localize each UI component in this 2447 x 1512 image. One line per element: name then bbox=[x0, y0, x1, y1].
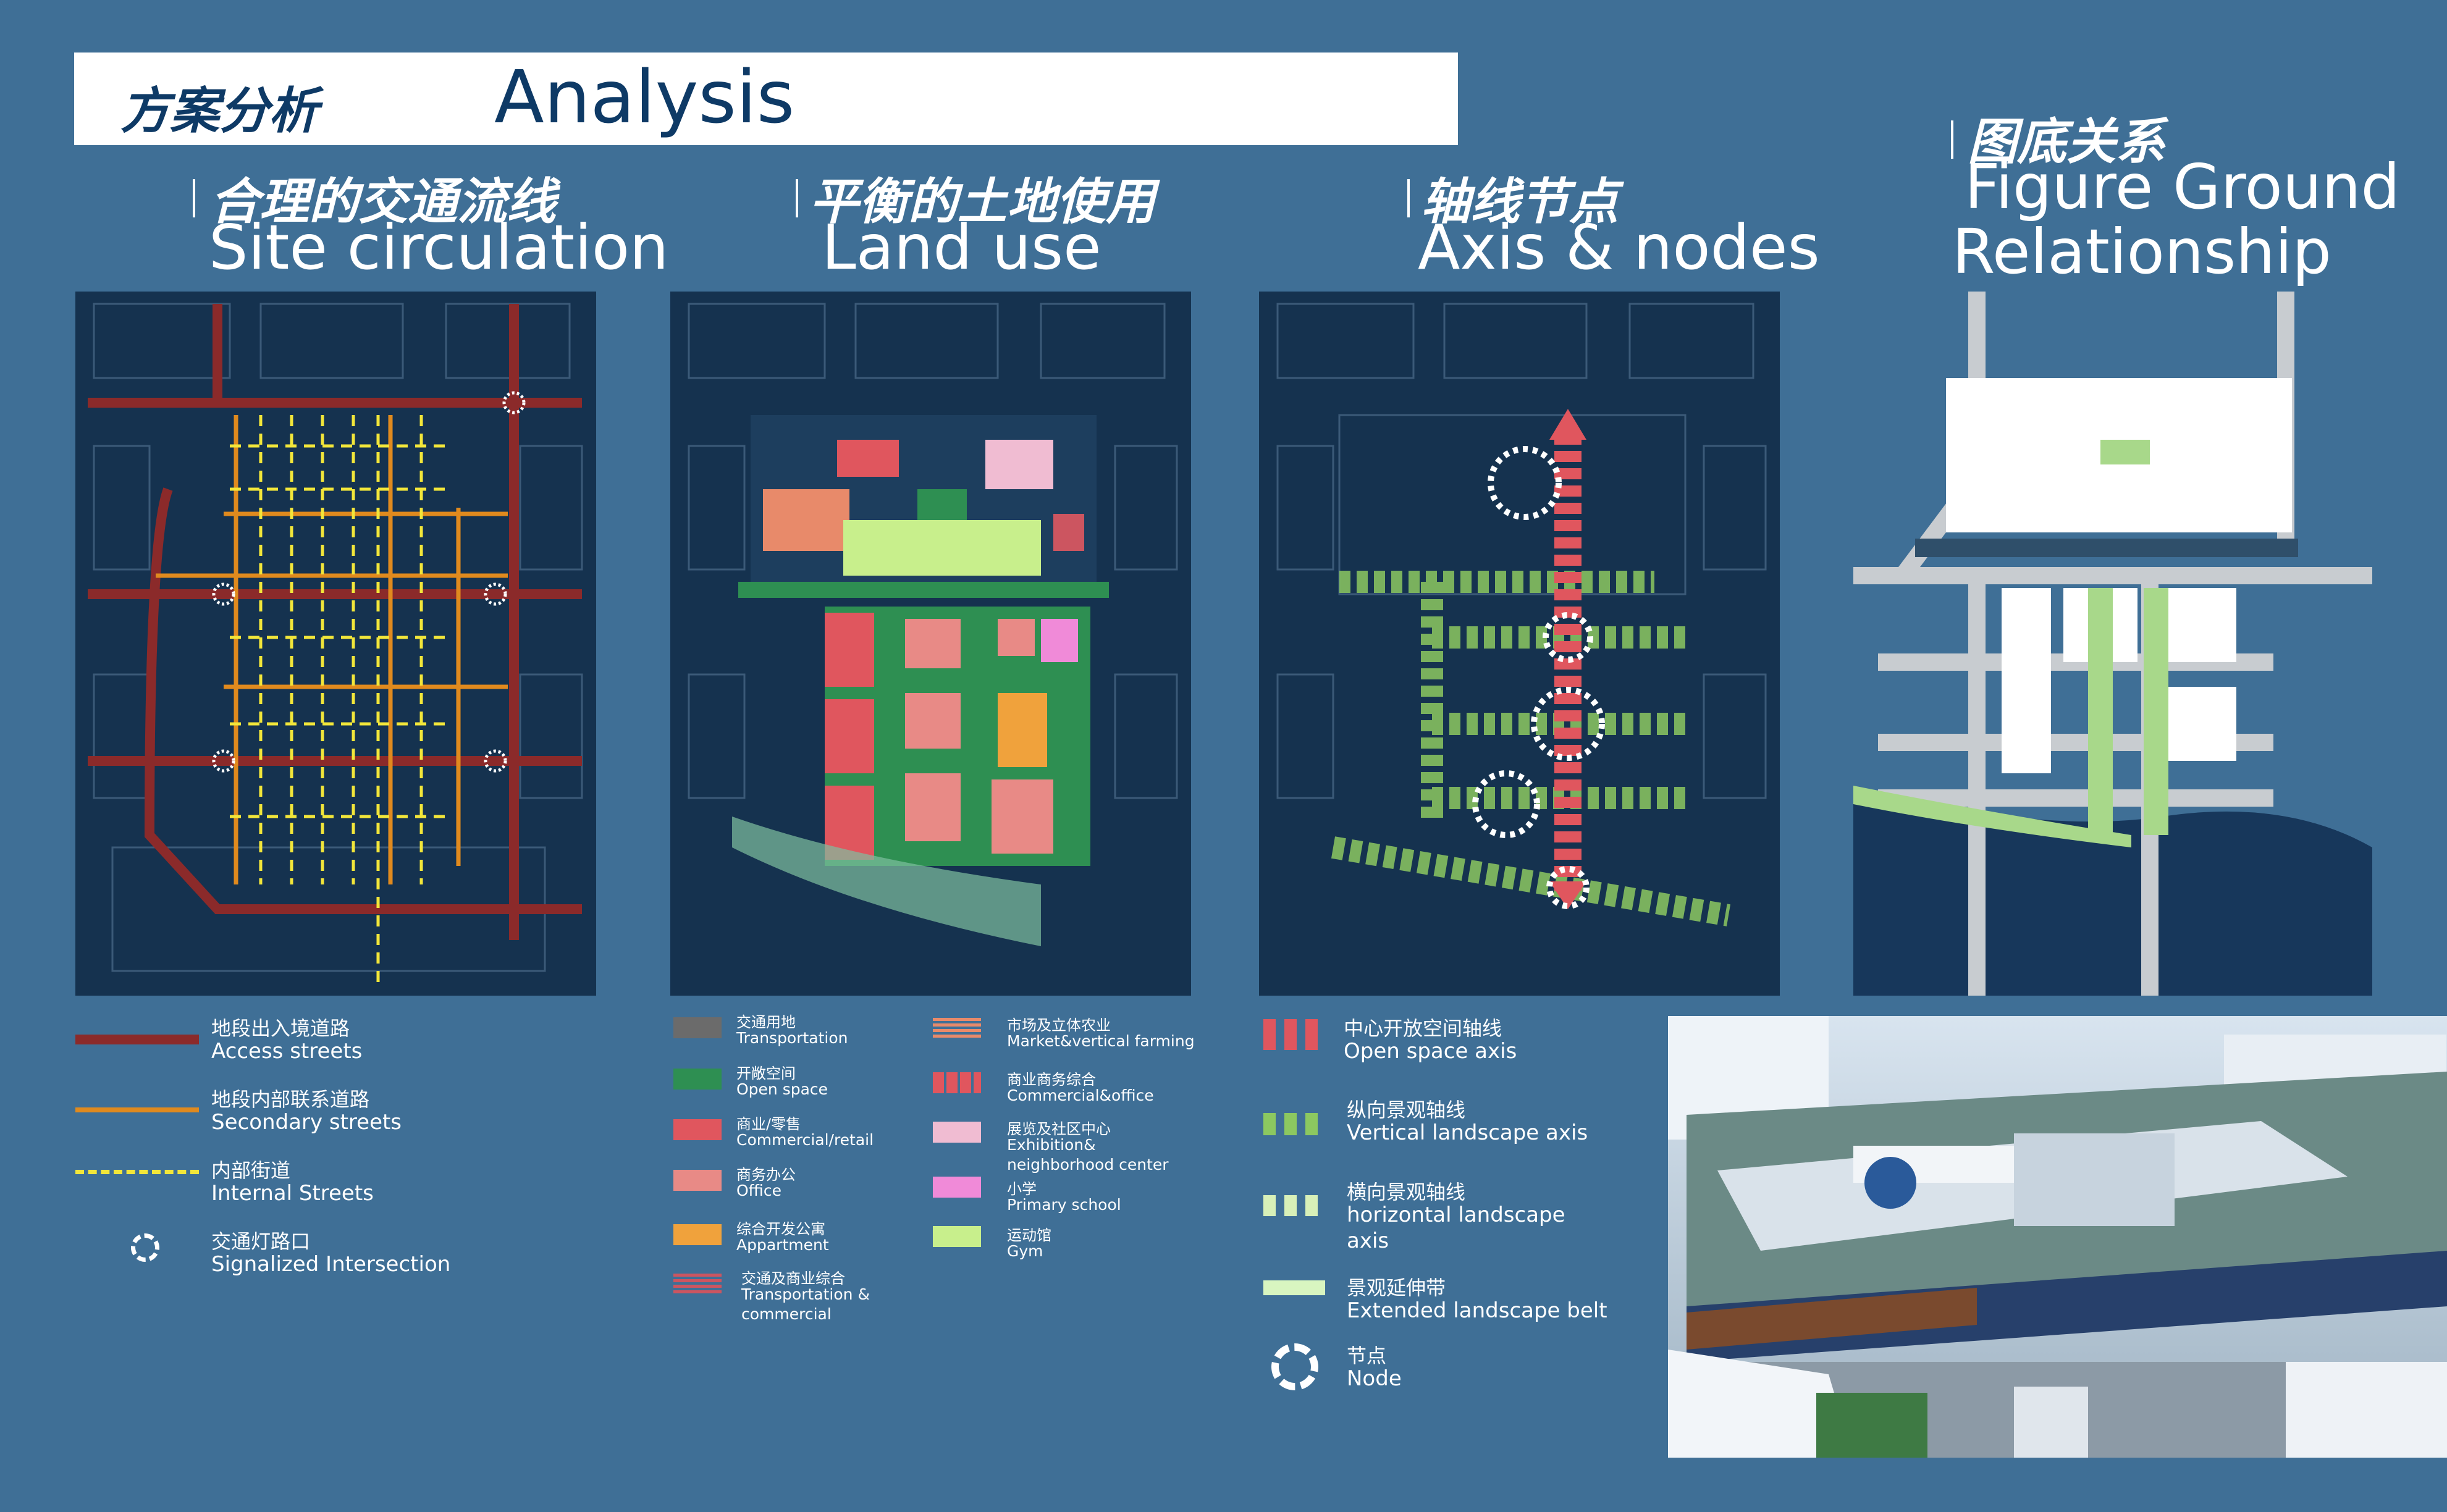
legend-label-cn: 交通灯路口 bbox=[211, 1230, 311, 1253]
legend-label-en: Commercial&office bbox=[1007, 1086, 1154, 1104]
section-title-en: Land use bbox=[822, 211, 1101, 284]
aerial-render-image bbox=[1668, 1016, 2447, 1458]
legend-label-cn: 节点 bbox=[1347, 1344, 1387, 1367]
legend-label-en: Transportation & bbox=[741, 1285, 870, 1303]
legend-label-en: Signalized Intersection bbox=[211, 1252, 451, 1277]
section-bar bbox=[193, 179, 195, 217]
section-bar bbox=[1407, 179, 1410, 217]
legend-label-en: Commercial/retail bbox=[736, 1131, 874, 1149]
legend-swatch bbox=[933, 1177, 981, 1198]
legend-swatch bbox=[75, 1107, 199, 1112]
legend-label-cn: 中心开放空间轴线 bbox=[1344, 1017, 1502, 1040]
circulation-map bbox=[75, 292, 596, 996]
legend-swatch bbox=[933, 1072, 981, 1093]
legend-label-en: Secondary streets bbox=[211, 1110, 402, 1135]
legend-label-en: Gym bbox=[1007, 1242, 1043, 1260]
legend-label-en: Extended landscape belt bbox=[1347, 1298, 1607, 1323]
legend-label-cn: 商务办公 bbox=[736, 1166, 796, 1183]
legend-label-cn: 横向景观轴线 bbox=[1347, 1180, 1466, 1204]
header-title-en: Analysis bbox=[494, 54, 795, 140]
legend-swatch bbox=[1263, 1113, 1325, 1135]
legend-swatch bbox=[1263, 1019, 1325, 1050]
header-title-cn: 方案分析 bbox=[120, 82, 318, 140]
legend-label-cn: 纵向景观轴线 bbox=[1347, 1098, 1466, 1122]
legend-swatch bbox=[933, 1226, 981, 1247]
section-title-en: Axis & nodes bbox=[1418, 211, 1820, 284]
section-title-cn: 轴线节点 bbox=[1421, 172, 1619, 230]
legend-label-en: Primary school bbox=[1007, 1196, 1121, 1214]
legend-label-en: Access streets bbox=[211, 1039, 363, 1064]
legend-label-en: Appartment bbox=[736, 1236, 829, 1254]
legend-label-cn: 地段内部联系道路 bbox=[211, 1088, 370, 1111]
legend-label-en: neighborhood center bbox=[1007, 1156, 1169, 1174]
legend-label-en: Transportation bbox=[736, 1029, 848, 1047]
legend-swatch bbox=[75, 1170, 199, 1174]
section-title-en: Relationship bbox=[1952, 216, 2331, 288]
section-bar bbox=[1951, 120, 1953, 159]
legend-label-cn: 开敞空间 bbox=[736, 1065, 796, 1082]
legend-swatch bbox=[1263, 1195, 1325, 1216]
legend-label-en: Open space bbox=[736, 1080, 828, 1098]
legend-label-cn: 交通用地 bbox=[736, 1014, 796, 1031]
legend-label-cn: 展览及社区中心 bbox=[1007, 1120, 1111, 1138]
legend-swatch bbox=[1263, 1280, 1325, 1295]
axis-map bbox=[1259, 292, 1780, 996]
legend-label-en: horizontal landscape bbox=[1347, 1203, 1565, 1227]
legend-label-en: Open space axis bbox=[1344, 1039, 1517, 1064]
node-icon bbox=[131, 1233, 159, 1262]
legend-label-en: commercial bbox=[741, 1305, 832, 1323]
section-title-cn: 平衡的土地使用 bbox=[809, 172, 1155, 230]
legend-swatch bbox=[933, 1018, 981, 1039]
section-title-cn: 图底关系 bbox=[1968, 112, 2165, 170]
section-title-cn: 合理的交通流线 bbox=[210, 172, 556, 230]
section-title-en: Site circulation bbox=[209, 211, 669, 284]
node-icon bbox=[1271, 1343, 1318, 1390]
legend-swatch bbox=[673, 1119, 722, 1140]
legend-swatch bbox=[673, 1224, 722, 1245]
legend-swatch bbox=[673, 1274, 722, 1295]
legend-swatch bbox=[673, 1069, 722, 1090]
header-banner bbox=[74, 52, 1458, 145]
legend-swatch bbox=[75, 1035, 199, 1044]
legend-swatch bbox=[673, 1170, 722, 1191]
legend-label-cn: 运动馆 bbox=[1007, 1227, 1051, 1244]
legend-swatch bbox=[673, 1017, 722, 1038]
legend-label-cn: 内部街道 bbox=[211, 1159, 291, 1182]
section-title-en: Figure Ground bbox=[1965, 151, 2400, 223]
legend-label-en: axis bbox=[1347, 1228, 1389, 1253]
section-bar bbox=[796, 179, 798, 217]
legend-label-en: Market&vertical farming bbox=[1007, 1032, 1195, 1050]
legend-label-cn: 综合开发公寓 bbox=[736, 1220, 825, 1238]
figure-ground-map bbox=[1853, 292, 2372, 996]
legend-label-en: Office bbox=[736, 1182, 781, 1199]
legend-label-cn: 市场及立体农业 bbox=[1007, 1017, 1111, 1034]
legend-label-en: Vertical landscape axis bbox=[1347, 1120, 1588, 1145]
legend-label-en: Exhibition& bbox=[1007, 1136, 1096, 1154]
legend-label-en: Node bbox=[1347, 1366, 1402, 1391]
landuse-map bbox=[670, 292, 1191, 996]
legend-label-en: Internal Streets bbox=[211, 1181, 374, 1206]
legend-label-cn: 交通及商业综合 bbox=[741, 1270, 845, 1287]
legend-label-cn: 商业商务综合 bbox=[1007, 1071, 1096, 1088]
legend-label-cn: 地段出入境道路 bbox=[211, 1017, 350, 1040]
legend-swatch bbox=[933, 1122, 981, 1143]
legend-label-cn: 小学 bbox=[1007, 1180, 1037, 1198]
legend-label-cn: 商业/零售 bbox=[736, 1115, 801, 1133]
legend-label-cn: 景观延伸带 bbox=[1347, 1276, 1446, 1300]
